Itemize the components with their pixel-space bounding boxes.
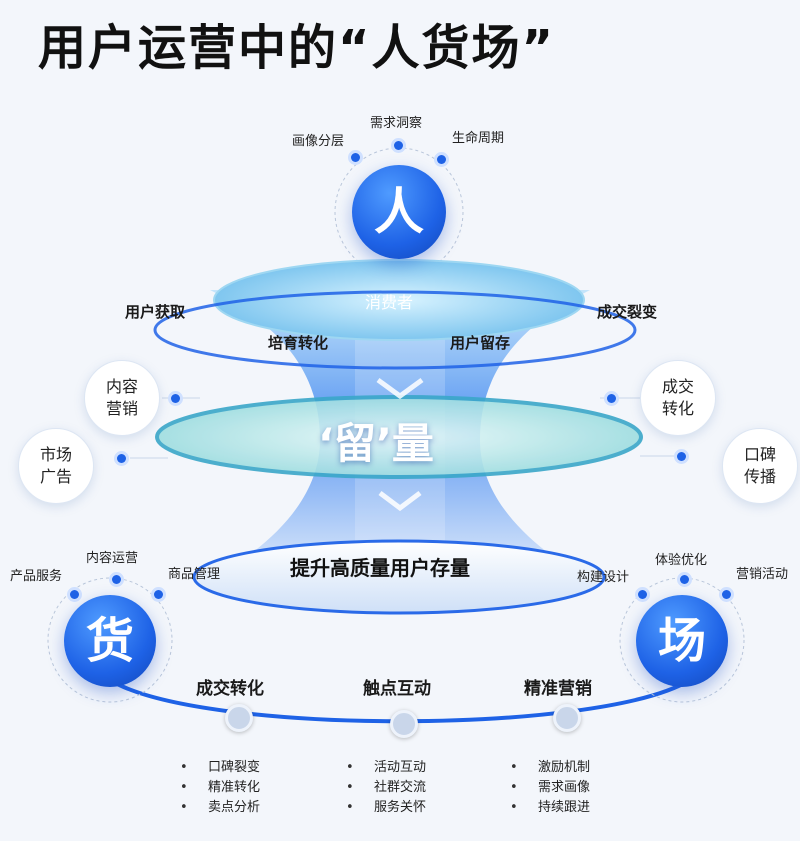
- ren-dot-1: [351, 153, 360, 162]
- bottom-node-1: [225, 704, 253, 732]
- ren-label-2: 需求洞察: [370, 116, 423, 131]
- left-circle-2: 市场广告: [18, 428, 94, 504]
- bottom-header-2: 触点互动: [363, 679, 431, 699]
- ring-mid-right-label: 用户留存: [450, 334, 511, 352]
- list-item: 活动互动: [346, 758, 426, 778]
- bottom-node-2: [390, 710, 418, 738]
- huo-circle: 货: [64, 595, 156, 687]
- huo-label-2: 内容运营: [86, 551, 139, 566]
- chang-label-2: 体验优化: [655, 553, 708, 568]
- list-item: 激励机制: [510, 758, 590, 778]
- consumer-label: 消费者: [365, 293, 414, 312]
- right-circle-1: 成交转化: [640, 360, 716, 436]
- huo-label-3: 商品管理: [168, 567, 221, 582]
- left-circle-1: 内容营销: [84, 360, 160, 436]
- chang-dot-1: [638, 590, 647, 599]
- bottom-header-1: 成交转化: [196, 679, 264, 699]
- page-title: 用户运营中的“人货场”: [38, 20, 556, 76]
- list-item: 服务关怀: [346, 798, 426, 818]
- list-item: 持续跟进: [510, 798, 590, 818]
- left-dot-2: [117, 454, 126, 463]
- bottom-node-3: [553, 704, 581, 732]
- bottom-list-2: 活动互动 社群交流 服务关怀: [346, 758, 426, 818]
- list-item: 口碑裂变: [180, 758, 260, 778]
- top-ellipse: [213, 259, 585, 341]
- ring-mid-left-label: 培育转化: [268, 334, 329, 352]
- huo-dot-1: [70, 590, 79, 599]
- bottom-list-3: 激励机制 需求画像 持续跟进: [510, 758, 590, 818]
- ren-dot-2: [394, 141, 403, 150]
- ren-label-3: 生命周期: [452, 131, 505, 146]
- chang-label-1: 构建设计: [577, 570, 630, 585]
- list-item: 社群交流: [346, 778, 426, 798]
- bottom-header-3: 精准营销: [524, 679, 592, 699]
- chang-dashed-ring: [619, 577, 745, 703]
- chang-label-3: 营销活动: [736, 567, 789, 582]
- huo-dot-3: [154, 590, 163, 599]
- ring-left-label: 用户获取: [125, 303, 186, 321]
- ren-circle: 人: [352, 165, 446, 259]
- huo-dashed-ring: [47, 577, 173, 703]
- chang-dot-3: [722, 590, 731, 599]
- list-item: 需求画像: [510, 778, 590, 798]
- left-dot-1: [171, 394, 180, 403]
- right-circle-2: 口碑传播: [722, 428, 798, 504]
- center-title: ‘留’量: [318, 419, 434, 468]
- huo-dot-2: [112, 575, 121, 584]
- ring-right-label: 成交裂变: [597, 303, 658, 321]
- ren-label-1: 画像分层: [292, 134, 345, 149]
- list-item: 卖点分析: [180, 798, 260, 818]
- arrow-down-1: [376, 377, 424, 400]
- right-dot-2: [677, 452, 686, 461]
- huo-label-1: 产品服务: [10, 569, 63, 584]
- arrow-down-2: [378, 491, 422, 512]
- chang-circle: 场: [636, 595, 728, 687]
- right-dot-1: [607, 394, 616, 403]
- tagline: 提升高质量用户存量: [290, 556, 470, 580]
- list-item: 精准转化: [180, 778, 260, 798]
- chang-dot-2: [680, 575, 689, 584]
- orbit-ring-top: [153, 290, 637, 370]
- bottom-list-1: 口碑裂变 精准转化 卖点分析: [180, 758, 260, 818]
- lower-ellipse: [192, 539, 606, 615]
- ren-dot-3: [437, 155, 446, 164]
